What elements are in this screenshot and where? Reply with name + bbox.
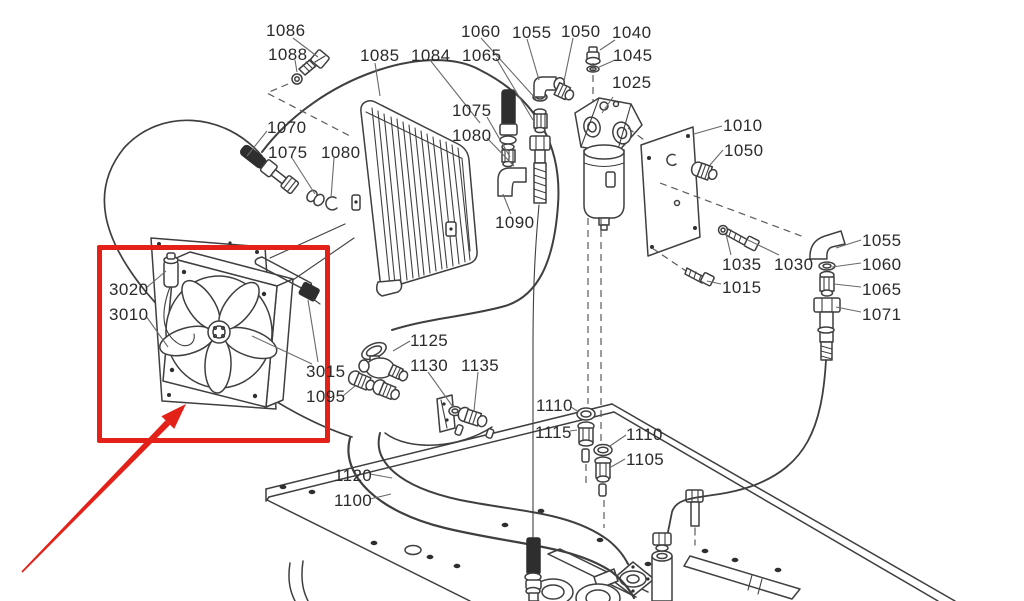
bracket-3015: [254, 256, 321, 305]
part-label-1120: 1120: [334, 466, 373, 485]
fitting-1050-right: [690, 161, 718, 181]
part-label-1088: 1088: [268, 45, 308, 64]
axis-1086-dashed: [265, 83, 351, 137]
plug-1040: [585, 46, 601, 66]
valve-1125: [358, 341, 409, 382]
part-label-1060-top: 1060: [461, 22, 501, 41]
pump-assembly: [532, 489, 704, 601]
fan-assembly: [150, 237, 321, 410]
part-label-1075-left: 1075: [268, 143, 308, 162]
plate-dashed-lines: [651, 182, 805, 272]
part-label-1071: 1071: [862, 305, 902, 324]
fitting-1050-top: [553, 77, 575, 101]
part-label-3010: 3010: [109, 305, 149, 324]
part-label-1070: 1070: [267, 118, 307, 137]
elbow-1055-top: [533, 76, 557, 98]
part-label-1080-mid: 1080: [452, 126, 492, 145]
part-label-1030: 1030: [774, 255, 814, 274]
assembly-lines: [269, 223, 355, 283]
part-label-1130: 1130: [410, 356, 449, 375]
part-label-1065-right: 1065: [862, 280, 902, 299]
part-label-1025: 1025: [612, 73, 652, 92]
part-label-1075-mid: 1075: [452, 101, 492, 120]
part-label-1110-left: 1110: [536, 396, 573, 415]
bracket-plate-1010: [640, 126, 701, 257]
hoses-1120-1100: [347, 426, 636, 600]
fittings-1130-1135: [436, 394, 495, 439]
part-label-1110-right: 1110: [626, 425, 663, 444]
part-label-1035: 1035: [722, 255, 762, 274]
part-label-1080-left: 1080: [321, 143, 361, 162]
highlight-arrow: [21, 404, 186, 573]
part-label-1050-top: 1050: [561, 22, 601, 41]
fitting-1070: [240, 144, 338, 211]
part-label-1055-top: 1055: [512, 23, 552, 42]
part-label-1045: 1045: [613, 46, 653, 65]
highlight-rectangle: [97, 245, 330, 443]
part-label-3020: 3020: [109, 280, 149, 299]
part-label-1105: 1105: [626, 450, 665, 469]
part-label-1090: 1090: [495, 213, 535, 232]
bolt-1015: [684, 267, 715, 287]
curve-1084: [261, 59, 560, 331]
part-label-1125: 1125: [410, 331, 449, 350]
mid-right-stack: [529, 92, 551, 538]
part-label-1050-right: 1050: [724, 141, 764, 160]
part-label-1085: 1085: [360, 46, 400, 65]
bottom-stem: [524, 537, 542, 601]
part-label-1115: 1115: [535, 423, 572, 442]
part-label-1095: 1095: [306, 387, 346, 406]
fittings-1095: [347, 370, 400, 401]
part-label-1084: 1084: [411, 46, 451, 65]
filter-bowl: [583, 144, 625, 231]
part-label-1015: 1015: [722, 278, 762, 297]
part-label-3015: 3015: [306, 362, 346, 381]
part-label-1065-top: 1065: [462, 46, 502, 65]
fan-blades: [159, 279, 278, 394]
part-label-1010: 1010: [723, 116, 763, 135]
leader-lines: [145, 37, 862, 500]
base-plate: [265, 403, 956, 601]
fitting-stack-1110-1115: [576, 407, 596, 463]
part-label-1086: 1086: [266, 21, 306, 40]
part-label-1060-right: 1060: [862, 255, 902, 274]
part-label-1135: 1135: [461, 356, 500, 375]
screw-1035-1030: [717, 224, 760, 252]
part-label-1040: 1040: [612, 23, 652, 42]
part-label-1100: 1100: [334, 491, 373, 510]
bolt-1086: [291, 49, 330, 85]
fitting-stack-1110-1105: [593, 443, 613, 497]
filter-head-1025: [574, 97, 643, 154]
radiator-fins: [371, 107, 471, 287]
right-fitting-stack: [667, 230, 846, 533]
filter-down-dashed: [585, 218, 605, 528]
part-label-1055-right: 1055: [862, 231, 902, 250]
radiator: [351, 100, 478, 297]
